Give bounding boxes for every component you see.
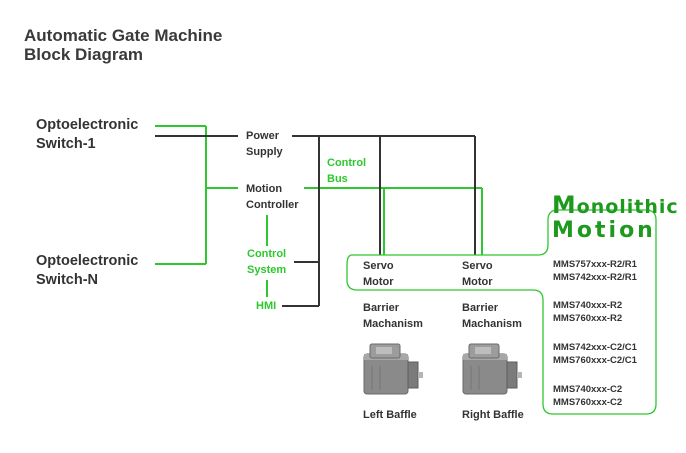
model-group-3: MMS742xxx-C2/C1 MMS760xxx-C2/C1 (553, 341, 637, 367)
servo-group-frame (346, 209, 657, 415)
brand-initial: M (552, 191, 577, 219)
model-group-2: MMS740xxx-R2 MMS760xxx-R2 (553, 299, 622, 325)
barrier-right-line-1: Barrier (462, 302, 499, 314)
model-item: MMS757xxx-R2/R1 (553, 259, 637, 270)
barrier-mechanism-right: Barrier Machanism (462, 300, 522, 332)
model-item: MMS760xxx-R2 (553, 313, 623, 324)
barrier-mechanism-left: Barrier Machanism (363, 300, 423, 332)
servo-left-line-1: Servo (363, 260, 394, 272)
control-bus-line-1: Control (327, 157, 367, 169)
left-baffle: Left Baffle (363, 409, 417, 421)
barrier-left-line-2: Machanism (363, 318, 423, 330)
model-group-4: MMS740xxx-C2 MMS760xxx-C2 (553, 383, 622, 409)
switch1-line-2: Switch-1 (36, 136, 96, 152)
right-baffle: Right Baffle (462, 409, 524, 421)
power-supply-line-2: Supply (246, 146, 283, 158)
servo-motor-image-right (462, 343, 522, 395)
control-system-line-1: Control (247, 248, 287, 260)
optoelectronic-switch-1: Optoelectronic Switch-1 (36, 116, 138, 154)
control-bus-line-2: Bus (327, 173, 348, 185)
power-supply: Power Supply (246, 128, 283, 160)
switchN-line-1: Optoelectronic (36, 253, 139, 269)
servo-motor-image-left (363, 343, 423, 395)
servo-left-line-2: Motor (363, 276, 394, 288)
servo-motor-right: Servo Motor (462, 258, 493, 290)
model-item: MMS740xxx-C2 (553, 384, 623, 395)
servo-right-line-1: Servo (462, 260, 493, 272)
model-item: MMS742xxx-C2/C1 (553, 342, 637, 353)
motion-controller-line-2: Controller (246, 199, 299, 211)
servo-right-line-2: Motor (462, 276, 493, 288)
hmi: HMI (256, 300, 277, 312)
model-item: MMS742xxx-R2/R1 (553, 272, 637, 283)
optoelectronic-switch-n: Optoelectronic Switch-N (36, 252, 138, 290)
title-line-1: Automatic Gate Machine (24, 26, 223, 45)
title-line-2: Block Diagram (24, 45, 144, 64)
model-item: MMS760xxx-C2 (553, 397, 623, 408)
motion-controller: Motion Controller (246, 181, 299, 213)
control-system: Control System (247, 246, 286, 278)
barrier-left-line-1: Barrier (363, 302, 400, 314)
barrier-right-line-2: Machanism (462, 318, 522, 330)
model-item: MMS740xxx-R2 (553, 300, 623, 311)
servo-motor-left: Servo Motor (363, 258, 394, 290)
brand-logo-line-1: Monolithic (552, 191, 679, 219)
control-system-line-2: System (247, 264, 287, 276)
motion-controller-line-1: Motion (246, 183, 283, 195)
model-item: MMS760xxx-C2/C1 (553, 355, 637, 366)
power-supply-line-1: Power (246, 130, 280, 142)
diagram-title: Automatic Gate Machine Block Diagram (24, 26, 222, 64)
switch1-line-1: Optoelectronic (36, 117, 139, 133)
switchN-line-2: Switch-N (36, 272, 99, 288)
model-group-1: MMS757xxx-R2/R1 MMS742xxx-R2/R1 (553, 258, 637, 284)
brand-rest: onolithic (576, 196, 679, 218)
control-bus-label: Control Bus (327, 155, 366, 187)
brand-logo-line-2: Motion (552, 218, 656, 243)
